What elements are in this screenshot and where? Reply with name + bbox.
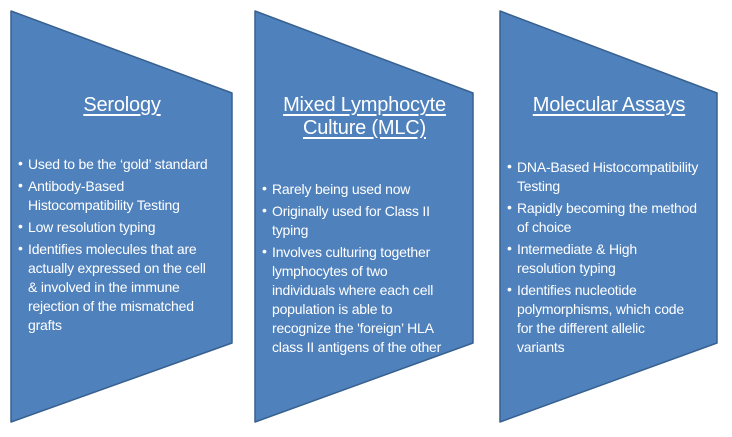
bullet-item: • Originally used for Class II typing <box>262 202 471 240</box>
bullet-text: Intermediate & High resolution typing <box>517 241 637 276</box>
bullet-icon: • <box>18 240 23 256</box>
bullet-item: • Antibody-Based Histocompatibility Testi… <box>18 177 230 215</box>
chevron-shape <box>10 10 233 423</box>
bullet-icon: • <box>18 155 23 171</box>
bullet-item: • Low resolution typing <box>18 218 230 237</box>
panel-content: Serology • Used to be the ‘gold’ standard… <box>14 10 230 423</box>
bullet-item: • Rapidly becoming the method of choice <box>507 199 715 237</box>
bullet-item: • DNA-Based Histocompatibility Testing <box>507 158 715 196</box>
bullet-item: • Involves culturing together lymphocytes… <box>262 243 471 357</box>
bullet-list: • DNA-Based Histocompatibility Testing • Ra… <box>503 158 715 357</box>
bullet-icon: • <box>262 202 267 218</box>
chevron-shape <box>499 10 718 423</box>
bullet-icon: • <box>262 180 267 196</box>
panel-title: Molecular Assays <box>532 94 686 116</box>
bullet-text: Low resolution typing <box>28 219 156 235</box>
bullet-icon: • <box>262 243 267 259</box>
bullet-list: • Rarely being used now • Originally used f… <box>258 180 471 357</box>
bullet-text: Involves culturing together lymphocytes … <box>272 244 442 355</box>
bullet-item: • Intermediate & High resolution typing <box>507 240 715 278</box>
bullet-text: Identifies molecules that are actually e… <box>28 241 206 333</box>
bullet-text: Identifies nucleotide polymorphisms, whi… <box>517 282 684 355</box>
bullet-text: Rarely being used now <box>272 181 411 197</box>
bullet-text: Used to be the ‘gold’ standard <box>28 156 208 172</box>
bullet-item: • Identifies nucleotide polymorphisms, wh… <box>507 281 715 357</box>
bullet-text: Antibody-Based Histocompatibility Testin… <box>28 178 180 213</box>
chevron-panel-serology[interactable]: Serology • Used to be the ‘gold’ standard… <box>10 10 233 423</box>
bullet-list: • Used to be the ‘gold’ standard • Antibody… <box>14 155 230 335</box>
chevron-shape <box>254 10 474 423</box>
panel-title: Mixed Lymphocyte Culture (MLC) <box>283 94 446 139</box>
bullet-icon: • <box>507 281 512 297</box>
bullet-item: • Used to be the ‘gold’ standard <box>18 155 230 174</box>
bullet-icon: • <box>18 218 23 234</box>
bullet-item: • Identifies molecules that are actually … <box>18 240 230 335</box>
bullet-text: Rapidly becoming the method of choice <box>517 200 697 235</box>
panel-title: Serology <box>83 94 161 116</box>
bullet-icon: • <box>507 240 512 256</box>
bullet-text: Originally used for Class II typing <box>272 203 430 238</box>
bullet-text: DNA-Based Histocompatibility Testing <box>517 159 699 194</box>
chevron-panel-molecular-assays[interactable]: Molecular Assays • DNA-Based Histocompati… <box>499 10 718 423</box>
bullet-icon: • <box>18 177 23 193</box>
chevron-panel-mixed-lymphocyte-culture[interactable]: Mixed Lymphocyte Culture (MLC) • Rarely b… <box>254 10 474 423</box>
bullet-icon: • <box>507 158 512 174</box>
panel-content: Mixed Lymphocyte Culture (MLC) • Rarely b… <box>258 10 471 423</box>
panel-content: Molecular Assays • DNA-Based Histocompati… <box>503 10 715 423</box>
bullet-item: • Rarely being used now <box>262 180 471 199</box>
bullet-icon: • <box>507 199 512 215</box>
